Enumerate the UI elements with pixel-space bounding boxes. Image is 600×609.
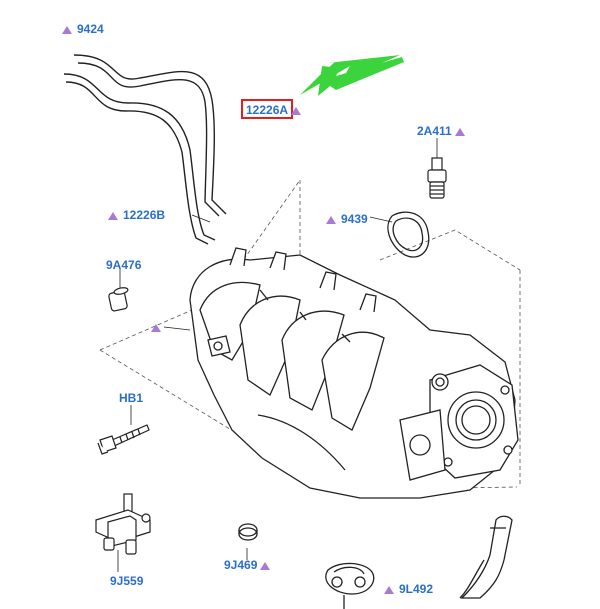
- part-label-9424: 9424: [62, 22, 104, 36]
- triangle-marker-icon: [291, 106, 302, 115]
- part-label-2a411: 2A411: [417, 124, 465, 138]
- solenoid-valve-9j559: [95, 493, 151, 555]
- sensor-2a411: [427, 157, 447, 199]
- triangle-marker-icon: [384, 585, 394, 594]
- tube-9l492: [459, 515, 513, 599]
- plug-9a476: [108, 287, 129, 312]
- part-label-9j559: 9J559: [110, 574, 144, 588]
- part-label-12226b: 12226B: [108, 208, 165, 222]
- part-label-hb1: HB1: [119, 391, 144, 405]
- green-arrow-icon: [300, 55, 404, 96]
- part-label-12226a: 12226A: [246, 103, 302, 117]
- o-ring-9j469: [238, 523, 258, 541]
- gasket-bottom: [325, 562, 375, 609]
- part-label-manifold: [151, 320, 161, 334]
- part-label-9l492: 9L492: [384, 582, 433, 596]
- triangle-marker-icon: [62, 25, 72, 34]
- triangle-marker-icon: [108, 211, 118, 220]
- intake-manifold: [189, 247, 516, 499]
- gasket-9439: [387, 211, 430, 258]
- part-label-9a476: 9A476: [106, 258, 142, 272]
- bolt-hb1: [97, 424, 150, 455]
- part-label-9439: 9439: [326, 212, 368, 226]
- vacuum-hose-12226b: [63, 73, 216, 245]
- vacuum-hose-12226a: [73, 54, 227, 217]
- leader-lines: [117, 138, 438, 572]
- triangle-marker-icon: [326, 215, 336, 224]
- part-label-9j469: 9J469: [224, 558, 271, 572]
- throttle-body: [399, 364, 519, 481]
- triangle-marker-icon: [260, 561, 271, 570]
- triangle-marker-icon: [151, 323, 161, 332]
- triangle-marker-icon: [454, 127, 465, 136]
